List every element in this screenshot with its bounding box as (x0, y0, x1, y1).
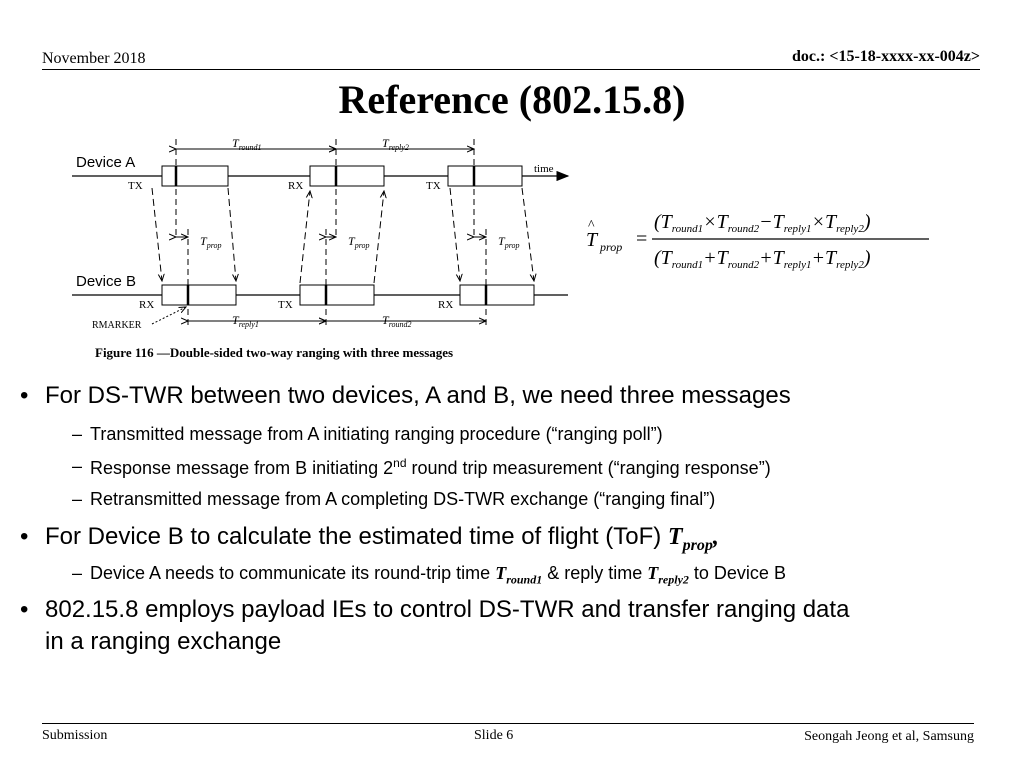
formula-lhs-t: T (586, 229, 599, 251)
footer-slide-number: Slide 6 (474, 728, 514, 743)
device-b-rx-2: RX (438, 299, 453, 311)
dash-mark: – (72, 456, 83, 476)
device-b-rx-1: RX (139, 299, 154, 311)
device-b-tx: TX (278, 299, 293, 311)
device-b-label: Device B (76, 273, 136, 290)
footer-author: Seongah Jeong et al, Samsung (804, 729, 974, 744)
bullet-text: 802.15.8 employs payload IEs to control … (45, 596, 850, 623)
device-a-rx: RX (288, 180, 303, 192)
sub-bullet-text: Retransmitted message from A completing … (90, 489, 716, 509)
bullet-text: For DS-TWR between two devices, A and B,… (45, 382, 791, 409)
t-reply1-label: Treply1 (232, 313, 259, 329)
sub-bullet-text: Device A needs to communicate its round-… (90, 563, 786, 587)
footer-divider (42, 723, 974, 724)
formula-lhs-sub: prop (599, 240, 622, 254)
t-prop-label-3: Tprop (498, 234, 520, 250)
dash-mark: – (72, 424, 83, 444)
sub-bullet-text: Response message from B initiating 2nd r… (90, 456, 771, 478)
slide-title: Reference (802.15.8) (338, 77, 686, 122)
device-b-frame-3 (459, 284, 535, 306)
formula-denominator: (Tround1+Tround2+Treply1+Treply2) (654, 247, 871, 271)
device-a-label: Device A (76, 154, 135, 171)
bullet-text: in a ranging exchange (45, 628, 282, 655)
time-label: time (534, 163, 554, 175)
t-round2-label: Tround2 (382, 313, 412, 329)
t-reply2-label: Treply2 (382, 136, 409, 152)
header-doc-id: doc.: <15-18-xxxx-xx-004z> (792, 48, 980, 65)
header-date: November 2018 (42, 50, 146, 67)
bullet-mark: • (20, 596, 29, 623)
tprop-formula: T ^ prop = (Tround1×Tround2−Treply1×Trep… (586, 211, 929, 271)
bullet-mark: • (20, 382, 29, 409)
device-a-tx-1: TX (128, 180, 143, 192)
device-b-frame-2 (299, 284, 375, 306)
header-divider (42, 69, 980, 70)
svg-text:=: = (636, 228, 647, 250)
bullet-mark: • (20, 523, 29, 550)
t-prop-label-2: Tprop (348, 234, 370, 250)
device-a-frame-3 (447, 165, 523, 187)
dash-mark: – (72, 489, 83, 509)
formula-numerator: (Tround1×Tround2−Treply1×Treply2) (654, 211, 871, 235)
t-prop-label-1: Tprop (200, 234, 222, 250)
figure-caption: Figure 116 —Double-sided two-way ranging… (95, 345, 454, 360)
sub-bullet-text: Transmitted message from A initiating ra… (90, 424, 663, 444)
dash-mark: – (72, 563, 83, 583)
svg-text:^: ^ (588, 218, 595, 233)
ds-twr-diagram: Device A Device B time TX RX TX RX TX RX (72, 136, 570, 331)
footer-submission: Submission (42, 728, 108, 743)
device-a-frame-2 (309, 165, 385, 187)
device-a-tx-2: TX (426, 180, 441, 192)
rmarker-label: RMARKER (92, 320, 142, 331)
t-round1-label: Tround1 (232, 136, 262, 152)
device-b-frame-1 (161, 284, 237, 306)
device-a-frame-1 (161, 165, 229, 187)
bullet-text: For Device B to calculate the estimated … (45, 523, 719, 554)
